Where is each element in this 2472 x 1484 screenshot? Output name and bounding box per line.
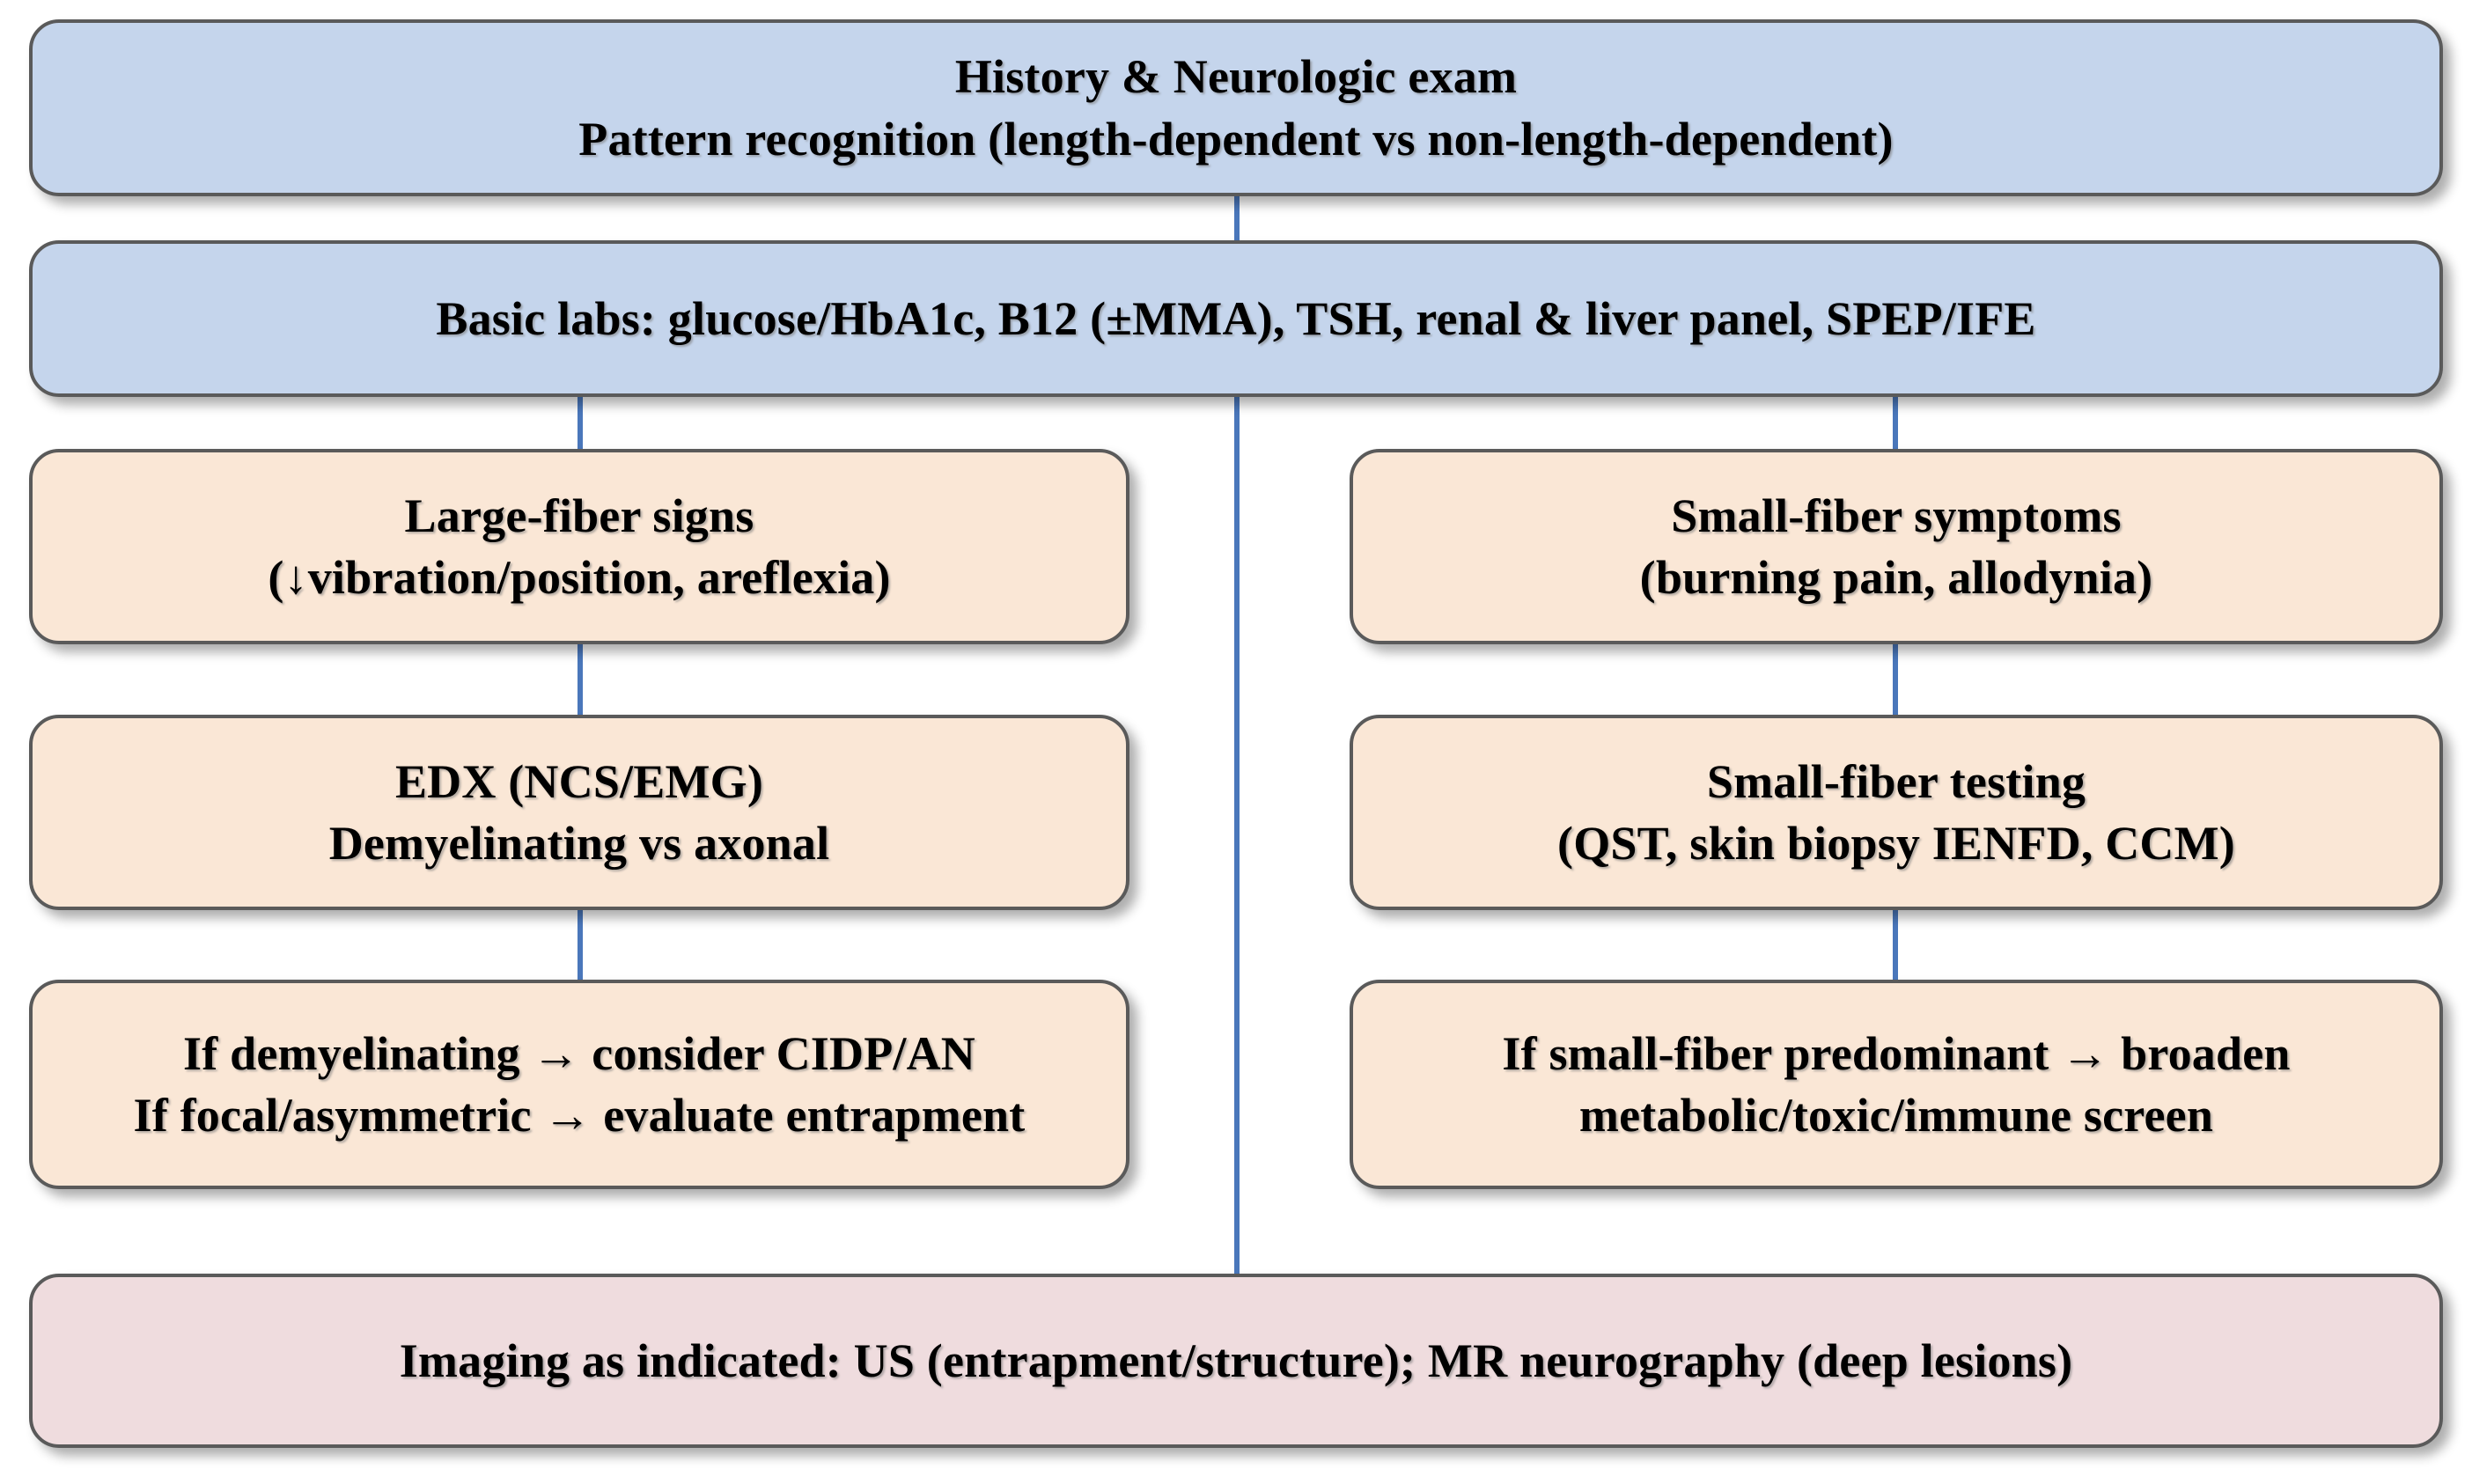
node-small-fiber-text: Small-fiber symptoms (burning pain, allo… [1388, 485, 2404, 608]
connector-left-large-fiber-to-edx [578, 637, 583, 724]
node-basic-labs-line-1: Basic labs: glucose/HbA1c, B12 (±MMA), T… [436, 291, 2036, 345]
connector-right-labs-to-small-fiber [1893, 387, 1898, 458]
node-demyelinating-focal-branch[interactable]: If demyelinating → consider CIDP/AN If f… [29, 980, 1129, 1189]
node-small-fiber-line-2: (burning pain, allodynia) [1639, 551, 2153, 604]
node-broaden-line-1: If small-fiber predominant → broaden [1502, 1026, 2291, 1080]
connector-center-spine [1234, 185, 1240, 1283]
node-small-fiber-symptoms[interactable]: Small-fiber symptoms (burning pain, allo… [1350, 449, 2443, 644]
node-large-fiber-line-2: (↓vibration/position, areflexia) [268, 551, 891, 604]
node-edx-line-1: EDX (NCS/EMG) [394, 754, 764, 808]
node-large-fiber-signs[interactable]: Large-fiber signs (↓vibration/position, … [29, 449, 1129, 644]
node-history-line-2: Pattern recognition (length-dependent vs… [578, 112, 1894, 165]
node-large-fiber-text: Large-fiber signs (↓vibration/position, … [68, 485, 1091, 608]
node-small-fiber-line-1: Small-fiber symptoms [1671, 489, 2122, 542]
node-history-neurologic-exam[interactable]: History & Neurologic exam Pattern recogn… [29, 19, 2443, 196]
node-imaging-text: Imaging as indicated: US (entrapment/str… [68, 1330, 2404, 1392]
node-demyelinating-text: If demyelinating → consider CIDP/AN If f… [68, 1023, 1091, 1146]
node-demyelinating-line-2: If focal/asymmetric → evaluate entrapmen… [133, 1089, 1026, 1142]
node-broaden-line-2: metabolic/toxic/immune screen [1578, 1089, 2214, 1142]
connector-left-labs-to-large-fiber [578, 387, 583, 458]
node-demyelinating-line-1: If demyelinating → consider CIDP/AN [182, 1026, 975, 1080]
node-small-fiber-testing[interactable]: Small-fiber testing (QST, skin biopsy IE… [1350, 715, 2443, 910]
node-history-line-1: History & Neurologic exam [954, 50, 1518, 104]
node-sf-testing-line-2: (QST, skin biopsy IENFD, CCM) [1557, 817, 2235, 870]
node-sf-testing-line-1: Small-fiber testing [1706, 754, 2086, 808]
node-large-fiber-line-1: Large-fiber signs [404, 489, 754, 542]
node-edx-line-2: Demyelinating vs axonal [328, 817, 830, 870]
node-broaden-text: If small-fiber predominant → broaden met… [1388, 1023, 2404, 1146]
node-edx-ncs-emg[interactable]: EDX (NCS/EMG) Demyelinating vs axonal [29, 715, 1129, 910]
node-imaging-as-indicated[interactable]: Imaging as indicated: US (entrapment/str… [29, 1274, 2443, 1448]
node-broaden-screen[interactable]: If small-fiber predominant → broaden met… [1350, 980, 2443, 1189]
node-sf-testing-text: Small-fiber testing (QST, skin biopsy IE… [1388, 751, 2404, 874]
node-basic-labs-text: Basic labs: glucose/HbA1c, B12 (±MMA), T… [68, 288, 2404, 349]
node-basic-labs[interactable]: Basic labs: glucose/HbA1c, B12 (±MMA), T… [29, 240, 2443, 397]
connector-right-testing-to-broaden [1893, 903, 1898, 988]
connector-left-edx-to-demyelinating [578, 903, 583, 988]
node-edx-text: EDX (NCS/EMG) Demyelinating vs axonal [68, 751, 1091, 874]
connector-right-small-fiber-to-testing [1893, 637, 1898, 724]
node-history-text: History & Neurologic exam Pattern recogn… [68, 46, 2404, 169]
node-imaging-line-1: Imaging as indicated: US (entrapment/str… [399, 1333, 2073, 1387]
